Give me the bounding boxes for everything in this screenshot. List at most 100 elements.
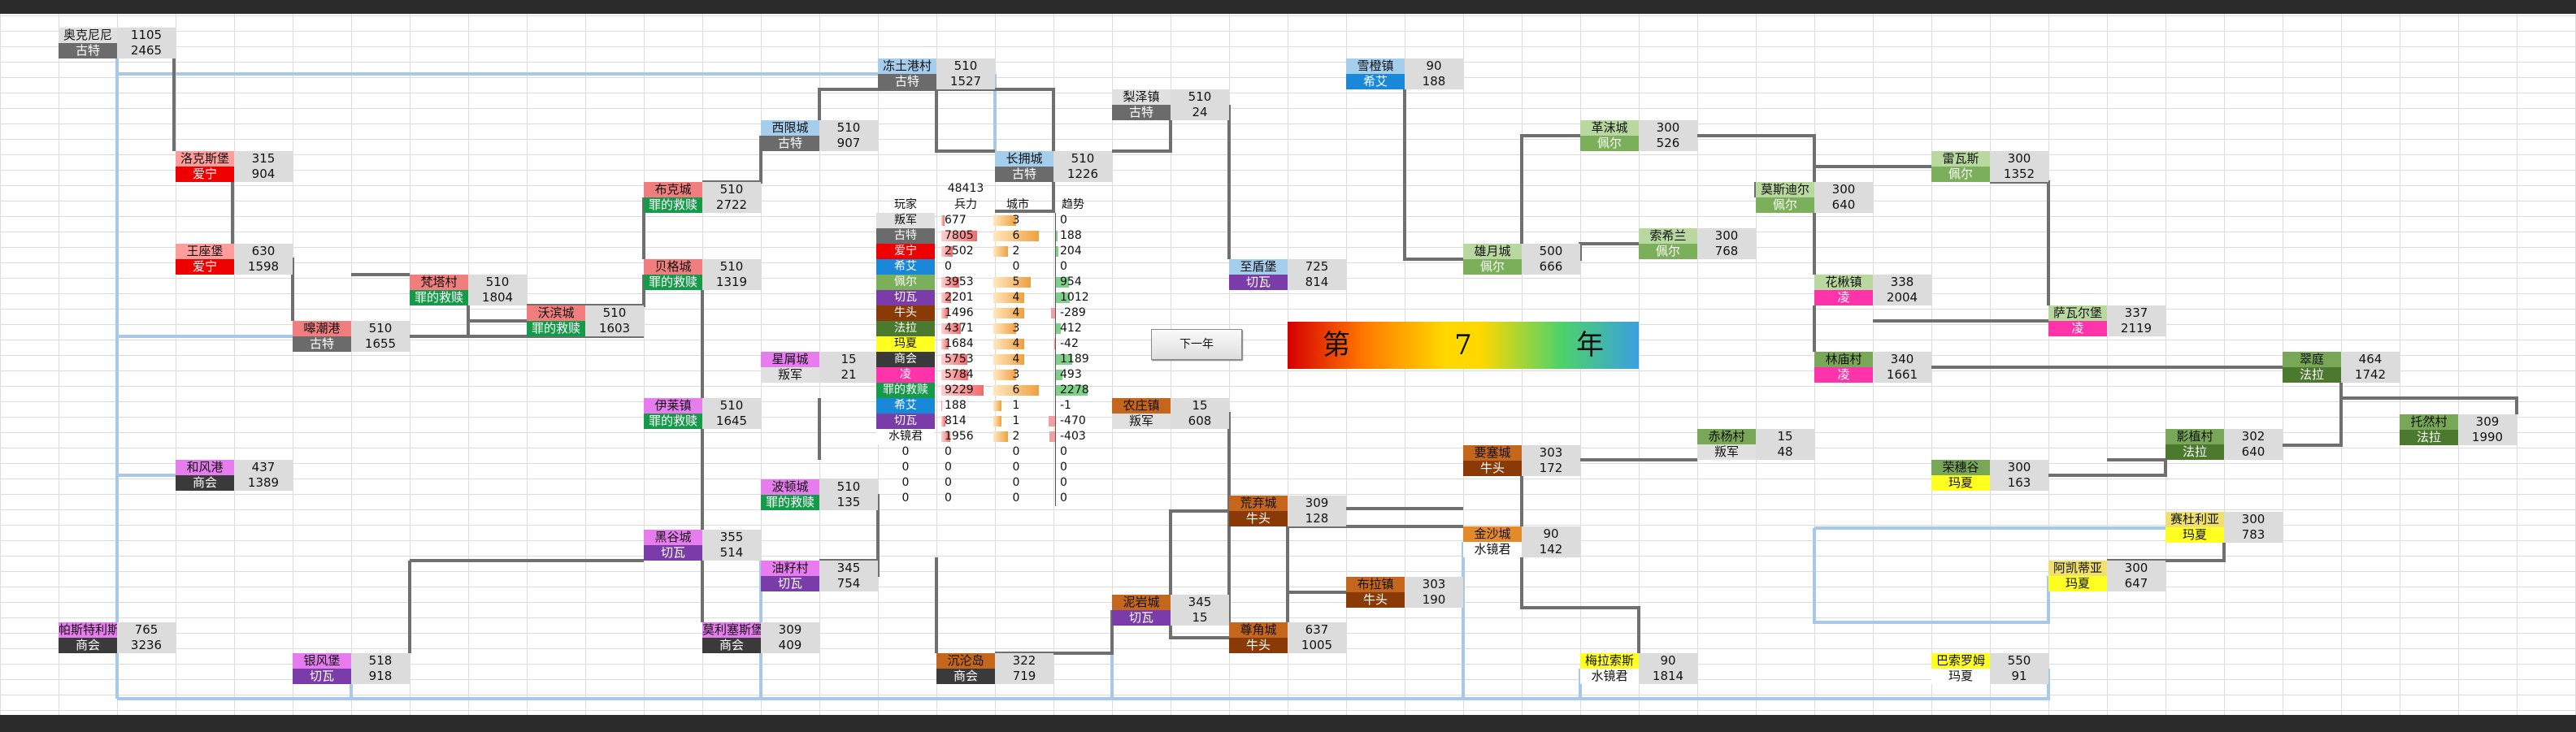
faction-row-trend: -1: [1060, 399, 1071, 412]
next-year-button[interactable]: 下一年: [1151, 329, 1242, 360]
faction-row-troops: 9229: [945, 383, 974, 396]
town-faction: 古特: [59, 43, 117, 58]
town-troops: 309: [2458, 414, 2517, 430]
town-name: 沃滨城: [527, 305, 585, 321]
town-cities: 526: [1639, 136, 1697, 151]
faction-row-trend: 412: [1060, 322, 1082, 335]
town-cities: 608: [1171, 414, 1229, 429]
city-bar: [993, 431, 1008, 442]
city-bar: [993, 215, 1016, 226]
road-gray: [702, 136, 762, 184]
town-name: 阿凯蒂亚: [2048, 561, 2107, 576]
trend-axis: [1055, 352, 1056, 367]
faction-row-name: 牛头: [876, 305, 935, 321]
town-cities: 514: [702, 545, 761, 561]
trend-axis: [1055, 259, 1056, 275]
town-cities: 1661: [1873, 367, 1931, 383]
town-troops: 90: [1405, 58, 1463, 74]
faction-row-troops: 814: [945, 414, 967, 427]
town-faction: 罪的救赎: [644, 414, 702, 429]
town-name: 星屑城: [761, 352, 819, 367]
faction-row-cities: 2: [1012, 430, 1020, 443]
faction-row-troops: 0: [945, 260, 952, 273]
town-faction: 牛头: [1346, 592, 1405, 608]
troop-bar: [941, 431, 950, 442]
faction-row-name: 0: [901, 461, 910, 474]
road-gray: [1990, 180, 2050, 305]
town-cities: 666: [1522, 259, 1580, 275]
town-faction: 希艾: [1346, 74, 1405, 89]
trend-axis: [1055, 398, 1056, 414]
town-cities: 128: [1288, 511, 1346, 526]
town-name: 赛杜利亚: [2165, 512, 2224, 527]
town-name: 洛克斯堡: [176, 151, 234, 167]
faction-row-troops: 0: [945, 445, 952, 458]
faction-row-troops: 188: [945, 399, 967, 412]
town-cities: 2465: [117, 43, 176, 58]
city-bar: [993, 339, 1024, 349]
header-troops: 兵力: [954, 198, 977, 211]
trend-axis: [1055, 491, 1056, 506]
trend-bar: [1055, 354, 1072, 365]
faction-row-name: 希艾: [876, 259, 935, 275]
town-faction: 罪的救赎: [644, 275, 702, 290]
town-faction: 牛头: [1229, 638, 1288, 653]
town-cities: 135: [819, 495, 878, 510]
trend-bar: [1049, 431, 1055, 442]
trend-bar: [1055, 246, 1058, 257]
trend-axis: [1055, 460, 1056, 475]
town-name: 巴索罗姆: [1931, 653, 1990, 669]
